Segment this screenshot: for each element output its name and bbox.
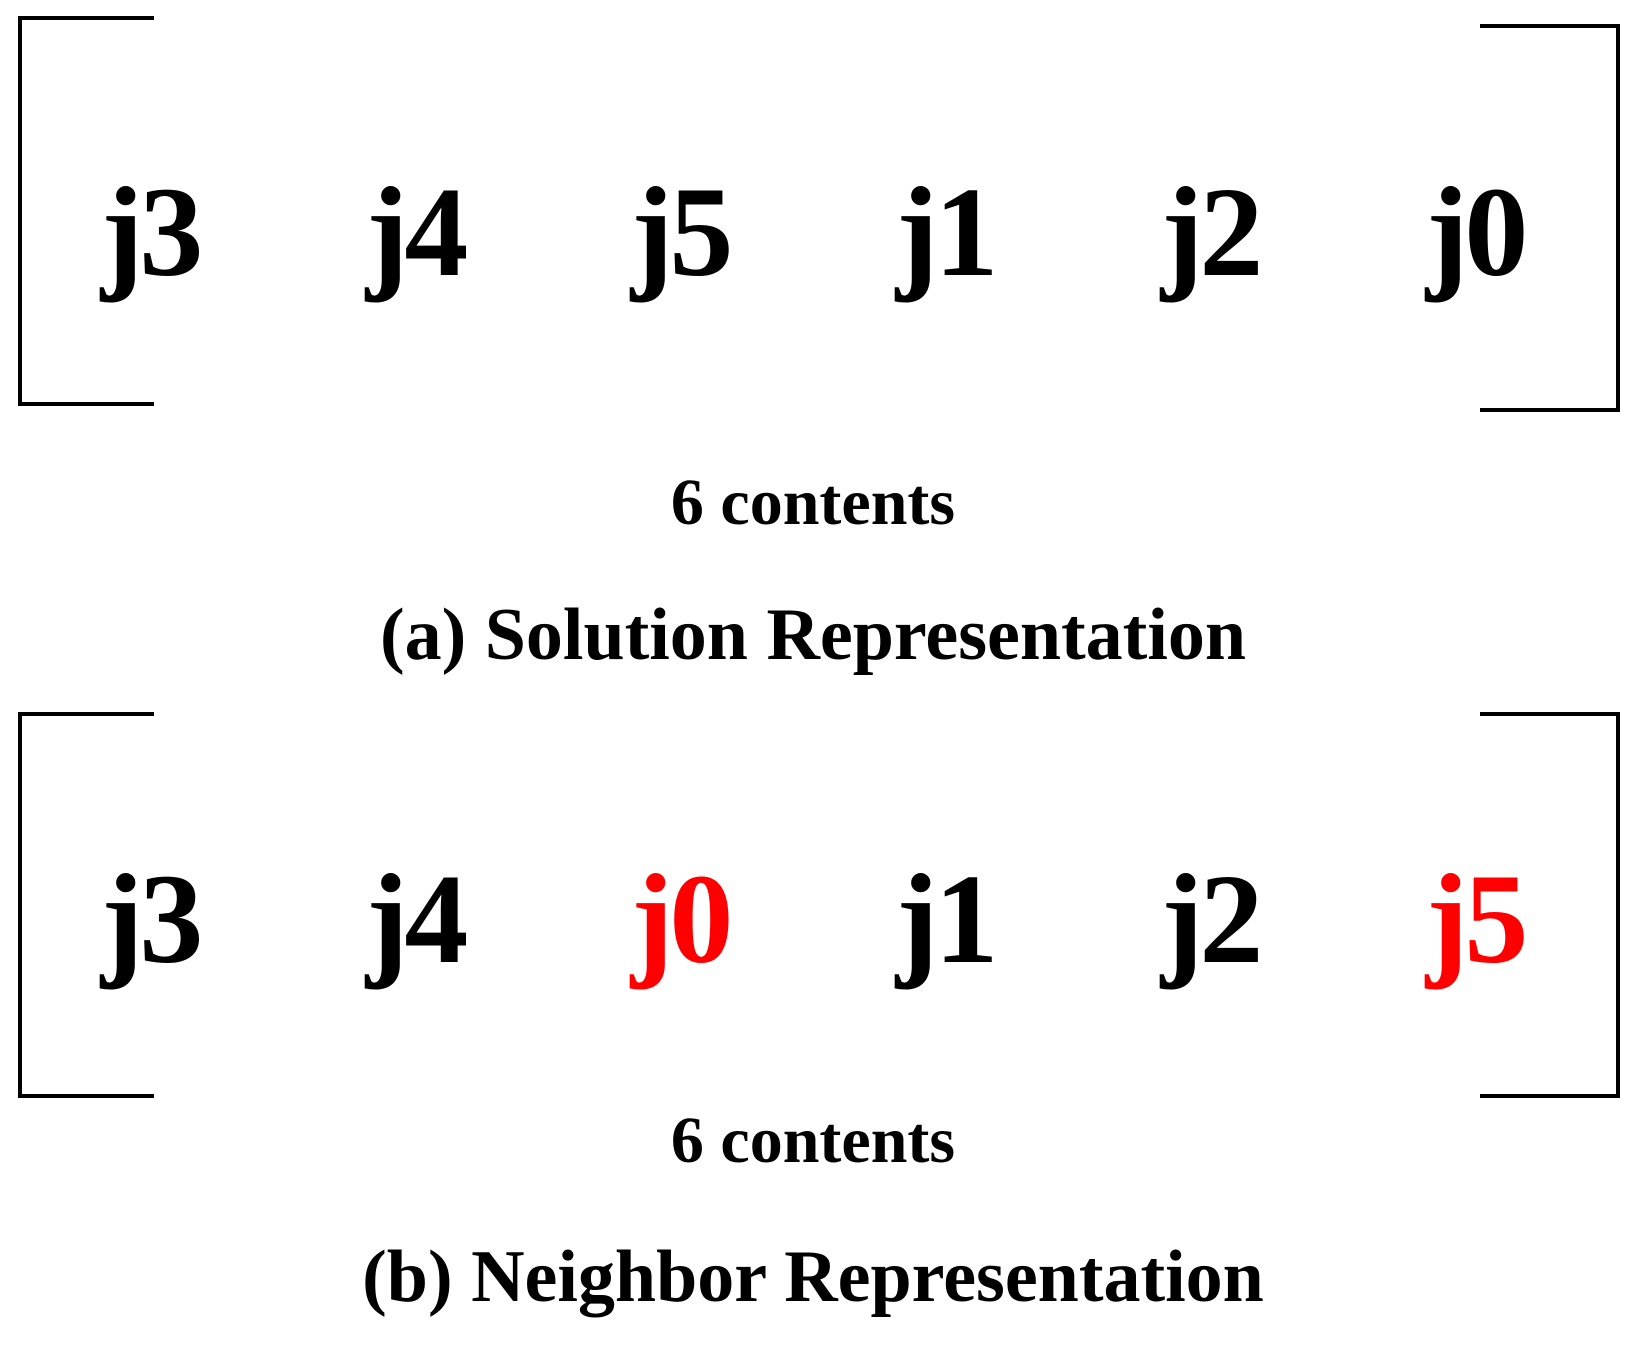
content-count-label: 6 contents — [670, 466, 956, 539]
left-bracket — [18, 712, 154, 1098]
content-count-label: 6 contents — [670, 1104, 956, 1177]
sequence-item: j5 — [1425, 848, 1529, 990]
sequence-item: j1 — [895, 848, 999, 990]
panel-caption: (b) Neighbor Representation — [362, 1236, 1264, 1318]
right-bracket — [1480, 24, 1620, 412]
solution-representation-panel: j3 j4 j5 j1 j2 j0 6 contents (a) Solutio… — [18, 16, 1620, 676]
sequence-item: j0 — [630, 848, 734, 990]
sequence-item: j3 — [100, 161, 204, 303]
sequence-item: j0 — [1425, 161, 1529, 303]
sequence-item: j5 — [630, 161, 734, 303]
sequence-item: j4 — [365, 161, 469, 303]
sequence-item: j1 — [895, 161, 999, 303]
panel-caption: (a) Solution Representation — [379, 594, 1247, 676]
sequence-item: j2 — [1160, 848, 1264, 990]
sequence-item: j2 — [1160, 161, 1264, 303]
right-bracket — [1480, 712, 1620, 1098]
sequence-item: j3 — [100, 848, 204, 990]
sequence-item: j4 — [365, 848, 469, 990]
left-bracket — [18, 16, 154, 406]
